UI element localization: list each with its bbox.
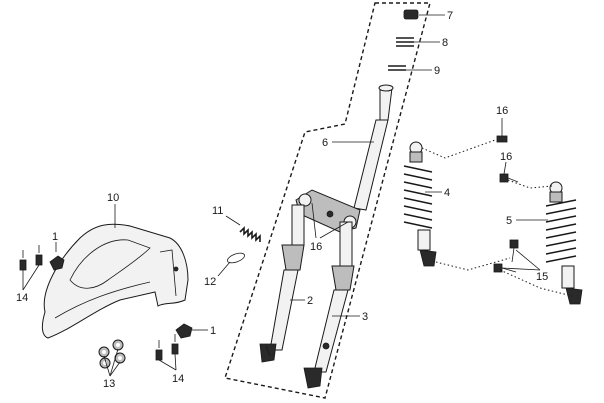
cap-7 xyxy=(403,9,419,20)
bolt-16-top xyxy=(496,128,508,143)
fork-leg-3 xyxy=(303,221,355,389)
align-dots-2 xyxy=(507,179,553,189)
bolt-14-bottom-b xyxy=(171,334,179,355)
align-dots-1 xyxy=(421,139,496,159)
callout-7: 7 xyxy=(447,10,453,22)
callout-14-bottom: 14 xyxy=(172,373,184,385)
callout-5: 5 xyxy=(506,215,512,227)
callout-13: 13 xyxy=(103,378,115,390)
steering-stem-6 xyxy=(353,84,394,211)
shock-absorber-5 xyxy=(545,181,583,305)
washers-13 xyxy=(98,339,126,369)
callout-4: 4 xyxy=(444,187,450,199)
spring-11 xyxy=(239,226,261,242)
ring-9 xyxy=(388,65,406,71)
callout-16-top: 16 xyxy=(496,105,508,117)
fender-nut-1b xyxy=(175,323,193,339)
callout-16-clamp: 16 xyxy=(310,241,322,253)
bolt-14-bottom-a xyxy=(155,340,163,361)
leader-lines xyxy=(22,14,548,377)
bolt-15-a xyxy=(509,239,519,263)
callout-9: 9 xyxy=(434,65,440,77)
shock-absorber-4 xyxy=(403,141,437,267)
callout-2: 2 xyxy=(307,295,313,307)
fork-leg-2 xyxy=(259,204,305,363)
callout-11: 11 xyxy=(212,205,223,217)
bolt-14-left-a xyxy=(19,250,27,271)
callout-15: 15 xyxy=(536,271,548,283)
callout-3: 3 xyxy=(362,311,368,323)
callout-12: 12 xyxy=(204,276,216,288)
callout-14-left: 14 xyxy=(16,292,28,304)
callout-6: 6 xyxy=(322,137,328,149)
callout-1-left: 1 xyxy=(52,231,58,243)
callout-8: 8 xyxy=(442,37,448,49)
front-fender xyxy=(41,223,189,339)
bolt-14-left-b xyxy=(35,245,43,266)
callout-10: 10 xyxy=(107,192,119,204)
callout-16-mid: 16 xyxy=(500,151,512,163)
o-ring-12 xyxy=(227,252,245,264)
callout-1-bottom: 1 xyxy=(210,325,216,337)
fender-nut-1 xyxy=(49,255,65,271)
align-dots-3 xyxy=(435,257,511,271)
spring-washer-8 xyxy=(396,37,414,47)
